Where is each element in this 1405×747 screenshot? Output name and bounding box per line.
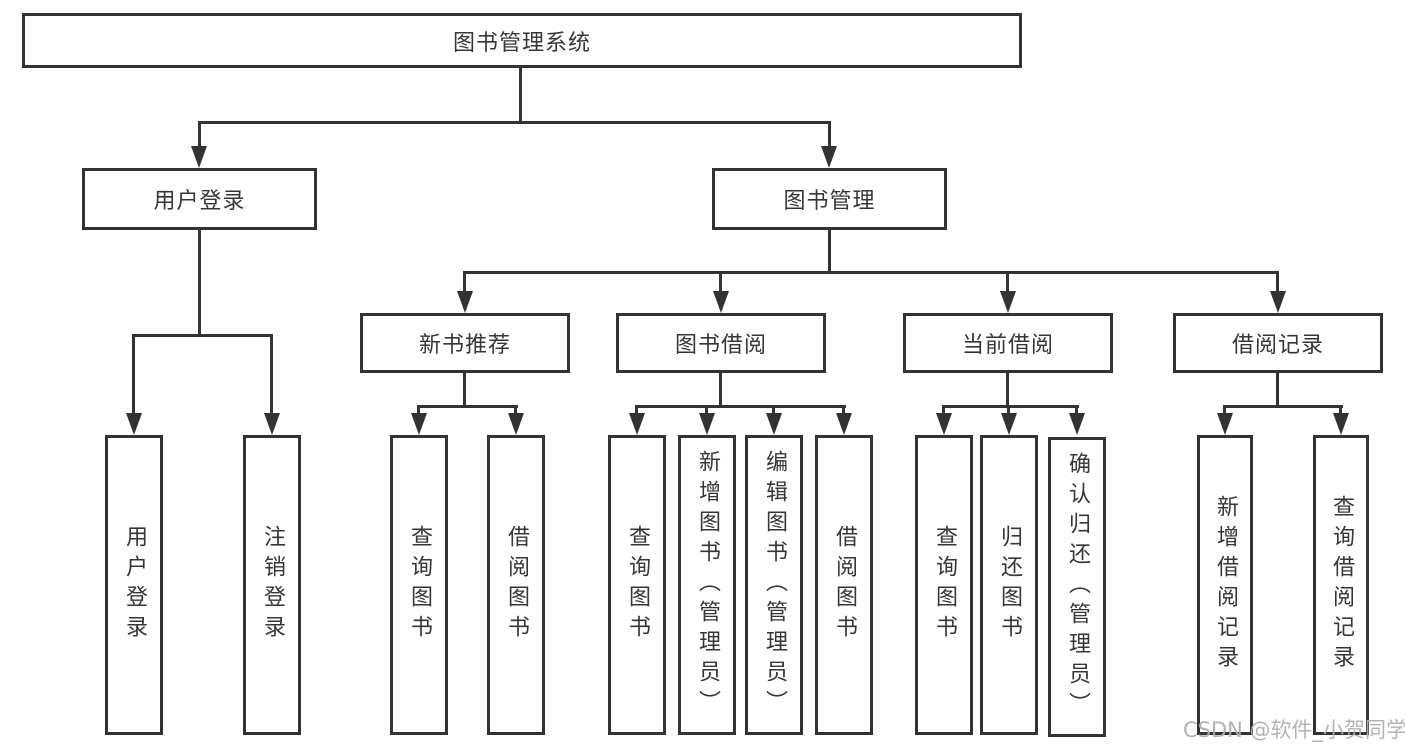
- leaf-user-login: 用户登录: [105, 435, 163, 735]
- connector-drop: [719, 271, 722, 296]
- arrow-down-icon: [936, 413, 952, 435]
- connector-borrow-branch: [636, 405, 846, 408]
- connector-drop: [514, 405, 517, 418]
- leaf-borrow-add-admin: 新增图书（管理员）: [678, 435, 736, 735]
- arrow-down-icon: [457, 291, 473, 313]
- arrow-down-icon: [1333, 413, 1349, 435]
- arrow-down-icon: [1001, 413, 1017, 435]
- arrow-down-icon: [836, 413, 852, 435]
- arrow-down-icon: [713, 291, 729, 313]
- arrow-down-icon: [264, 413, 280, 435]
- leaf-current-query: 查询图书: [915, 435, 973, 735]
- node-borrow-records: 借阅记录: [1173, 313, 1383, 373]
- connector-drop: [198, 121, 201, 151]
- arrow-down-icon: [1000, 291, 1016, 313]
- arrow-down-icon: [629, 413, 645, 435]
- leaf-current-confirm-admin: 确认归还（管理员）: [1048, 437, 1106, 737]
- connector-bookmgmt-stem: [828, 230, 831, 273]
- connector-root-branch: [198, 121, 831, 124]
- connector-userlogin-stem: [198, 230, 201, 336]
- connector-drop: [417, 405, 420, 418]
- connector-userlogin-branch: [132, 334, 273, 337]
- node-current-borrow: 当前借阅: [903, 313, 1113, 373]
- arrow-down-icon: [1069, 413, 1085, 435]
- arrow-down-icon: [766, 413, 782, 435]
- connector-current-stem: [1006, 373, 1009, 407]
- leaf-logout: 注销登录: [243, 435, 301, 735]
- leaf-records-query: 查询借阅记录: [1313, 435, 1369, 735]
- arrow-down-icon: [1270, 291, 1286, 313]
- leaf-borrow-borrow: 借阅图书: [815, 435, 873, 735]
- connector-newbook-branch: [418, 405, 518, 408]
- connector-drop: [842, 405, 845, 418]
- connector-drop: [463, 271, 466, 296]
- leaf-newbook-borrow: 借阅图书: [487, 435, 545, 735]
- connector-drop: [1339, 405, 1342, 418]
- node-book-borrow: 图书借阅: [616, 313, 826, 373]
- connector-drop: [270, 334, 273, 418]
- leaf-borrow-query: 查询图书: [608, 435, 666, 735]
- arrow-down-icon: [191, 146, 207, 168]
- connector-drop: [1006, 271, 1009, 296]
- connector-drop: [1007, 405, 1010, 418]
- arrow-down-icon: [699, 413, 715, 435]
- connector-bookmgmt-branch: [464, 271, 1279, 274]
- arrow-down-icon: [508, 413, 524, 435]
- arrow-down-icon: [821, 146, 837, 168]
- connector-newbook-stem: [463, 373, 466, 407]
- arrow-down-icon: [411, 413, 427, 435]
- leaf-newbook-query: 查询图书: [390, 435, 448, 735]
- arrow-down-icon: [1217, 413, 1233, 435]
- connector-records-branch: [1224, 405, 1343, 408]
- arrow-down-icon: [126, 413, 142, 435]
- connector-drop: [1276, 271, 1279, 296]
- connector-drop: [132, 334, 135, 418]
- connector-drop: [705, 405, 708, 418]
- node-new-book-rec: 新书推荐: [360, 313, 570, 373]
- connector-records-stem: [1276, 373, 1279, 407]
- connector-root-stem: [519, 68, 522, 121]
- leaf-records-add: 新增借阅记录: [1197, 435, 1253, 735]
- node-root: 图书管理系统: [22, 13, 1022, 68]
- leaf-current-return: 归还图书: [980, 435, 1038, 735]
- watermark: CSDN @软件_小贺同学: [1183, 718, 1405, 742]
- connector-drop: [1075, 405, 1078, 418]
- leaf-borrow-edit-admin: 编辑图书（管理员）: [745, 435, 803, 735]
- connector-drop: [942, 405, 945, 418]
- connector-current-branch: [943, 405, 1079, 408]
- connector-borrow-stem: [719, 373, 722, 407]
- connector-drop: [1223, 405, 1226, 418]
- node-book-mgmt: 图书管理: [712, 168, 947, 230]
- connector-drop: [828, 121, 831, 151]
- node-user-login: 用户登录: [82, 168, 317, 230]
- connector-drop: [772, 405, 775, 418]
- connector-drop: [635, 405, 638, 418]
